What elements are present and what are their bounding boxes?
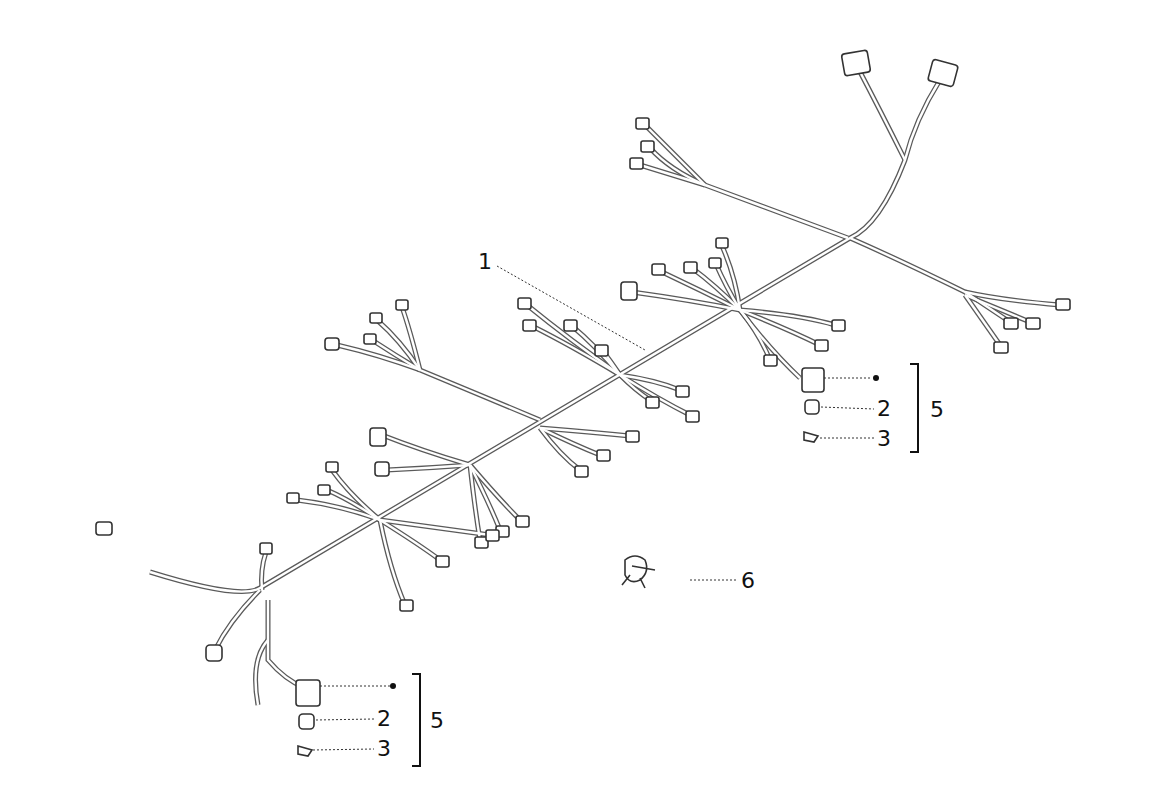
callout-number: 2	[877, 397, 891, 421]
callout-number: 5	[930, 398, 944, 422]
callout-number: 3	[377, 737, 391, 761]
callout-number: 2	[377, 707, 391, 731]
callout-number: 6	[741, 569, 755, 593]
callout-number: 5	[430, 709, 444, 733]
callout-number: 1	[478, 250, 492, 274]
callout-number: 3	[877, 427, 891, 451]
